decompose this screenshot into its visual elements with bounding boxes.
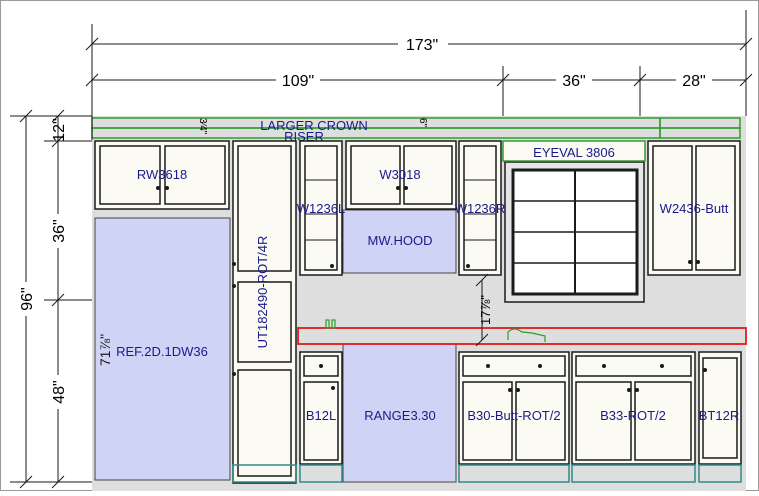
- crown-dim-b: 6": [417, 118, 428, 128]
- label-mwhood: MW.HOOD: [368, 233, 433, 248]
- label-b12l: B12L: [306, 408, 336, 423]
- label-ut: UT182490-ROT/4R: [255, 236, 270, 349]
- window-label: EYEVAL 3806: [533, 145, 615, 160]
- label-b30: B30-Butt-ROT/2: [467, 408, 560, 423]
- fridge-height-dim: 71⅞": [97, 334, 113, 366]
- dim-height-bg: [18, 282, 34, 316]
- glass-door-lines: [305, 179, 496, 241]
- cabinet-knobs: [156, 186, 707, 392]
- dim-window-run: 36": [562, 73, 585, 90]
- refrigerator-area: [94, 217, 231, 481]
- label-w1236l: W1236L: [297, 201, 345, 216]
- crown-label: LARGER CROWN: [260, 118, 368, 133]
- dim-overall-width: 173": [406, 37, 438, 54]
- dim-base-height: 48": [51, 380, 68, 403]
- dim-left-run: 109": [282, 73, 314, 90]
- countertop: [297, 327, 747, 345]
- range-area: [342, 343, 457, 483]
- toe-kick: [232, 464, 742, 483]
- dim-upper-bg: [50, 214, 66, 248]
- label-w2436: W2436-Butt: [660, 201, 729, 216]
- label-rw3618: RW3618: [137, 167, 187, 182]
- faucet: [325, 319, 546, 342]
- dim-overall-bg: [398, 34, 448, 52]
- window-offset-dim: 17⅞": [478, 295, 493, 325]
- dim-base-bg: [50, 375, 66, 409]
- base-cabinets: [299, 351, 742, 465]
- dim-left-bg: [276, 70, 320, 88]
- label-w1236r: W1236R: [455, 201, 506, 216]
- dim-right-bg: [676, 70, 712, 88]
- label-range: RANGE3.30: [364, 408, 436, 423]
- label-bt12r: BT12R: [699, 408, 739, 423]
- window: [502, 140, 646, 303]
- dim-window-bg: [556, 70, 592, 88]
- upper-cabinets: [94, 140, 741, 484]
- dim-upper-height: 36": [51, 219, 68, 242]
- window-offset-dim-lines: [475, 273, 489, 347]
- dim-crown-height: 12": [51, 118, 68, 141]
- label-w3018: W3018: [379, 167, 420, 182]
- label-ref: REF.2D.1DW36: [116, 344, 208, 359]
- label-b33: B33-ROT/2: [600, 408, 666, 423]
- microwave-hood-area: [342, 209, 457, 274]
- crown-dim-a: 3⁄4": [197, 118, 208, 135]
- dim-right-run: 28": [682, 73, 705, 90]
- dim-overall-height: 96": [19, 287, 36, 310]
